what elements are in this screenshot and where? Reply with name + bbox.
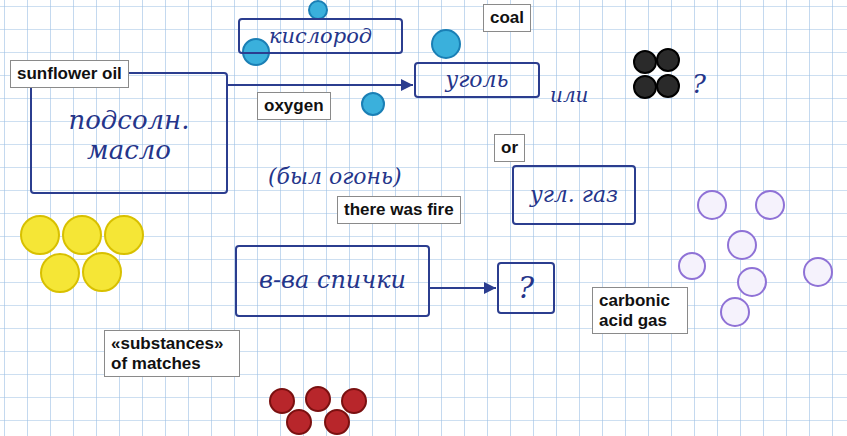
handwritten-box: в-ва спички«substances» of matches: [235, 245, 430, 317]
handwritten-text: уголь: [445, 67, 508, 92]
handwritten-text: подсолн. масло: [46, 106, 212, 166]
molecule-circle: [309, 1, 327, 19]
arrow-connector: [430, 287, 496, 289]
molecule-circle: [41, 254, 79, 292]
molecule-circle: [634, 76, 656, 98]
translation-label: there was fire: [337, 196, 461, 224]
molecule-circle: [679, 253, 705, 279]
translation-label: «substances» of matches: [104, 330, 240, 377]
match-molecules: [270, 387, 366, 434]
molecule-circle: [432, 30, 460, 58]
molecule-circle: [243, 39, 269, 65]
translation-label: coal: [483, 4, 531, 32]
molecule-circle: [83, 253, 121, 291]
molecule-circle: [634, 51, 656, 73]
handwritten-text: в-ва спички: [259, 267, 406, 295]
handwritten-box: ?: [497, 262, 555, 314]
molecule-circle: [270, 389, 294, 413]
handwritten-text: ?: [692, 70, 706, 100]
coal-molecules: [634, 49, 679, 98]
handwritten-text: кислород: [269, 24, 372, 48]
molecule-circle: [657, 49, 679, 71]
molecule-circle: [698, 191, 726, 219]
translation-label: or: [494, 134, 525, 162]
translation-label: oxygen: [257, 92, 331, 120]
gas-molecules: [679, 191, 832, 326]
molecule-circle: [756, 191, 784, 219]
handwritten-text: (был огонь): [268, 164, 402, 189]
handwritten-box: угл. газ: [512, 165, 636, 225]
translation-label: carbonic acid gas: [592, 287, 688, 334]
molecule-circle: [721, 298, 749, 326]
handwritten-box: угольcoal: [414, 62, 540, 98]
molecule-circle: [63, 216, 101, 254]
molecule-circle: [738, 268, 766, 296]
molecule-circle: [804, 258, 832, 286]
molecule-circle: [728, 231, 756, 259]
oil-molecules: [21, 216, 143, 292]
molecule-circle: [105, 216, 143, 254]
translation-label: sunflower oil: [10, 60, 129, 88]
handwritten-text: угл. газ: [530, 182, 618, 207]
handwritten-box: подсолн. маслоsunflower oil: [30, 72, 228, 194]
handwritten-text: ?: [518, 271, 534, 306]
molecule-circle: [657, 75, 679, 97]
arrow-connector: [228, 84, 413, 86]
molecule-circle: [325, 410, 349, 434]
molecule-circle: [342, 389, 366, 413]
molecule-circle: [306, 387, 330, 411]
handwritten-text: или: [550, 84, 589, 107]
molecule-circle: [21, 216, 59, 254]
handwritten-box: кислородoxygen: [238, 18, 403, 54]
molecule-circle: [287, 410, 311, 434]
molecule-circle: [362, 93, 384, 115]
